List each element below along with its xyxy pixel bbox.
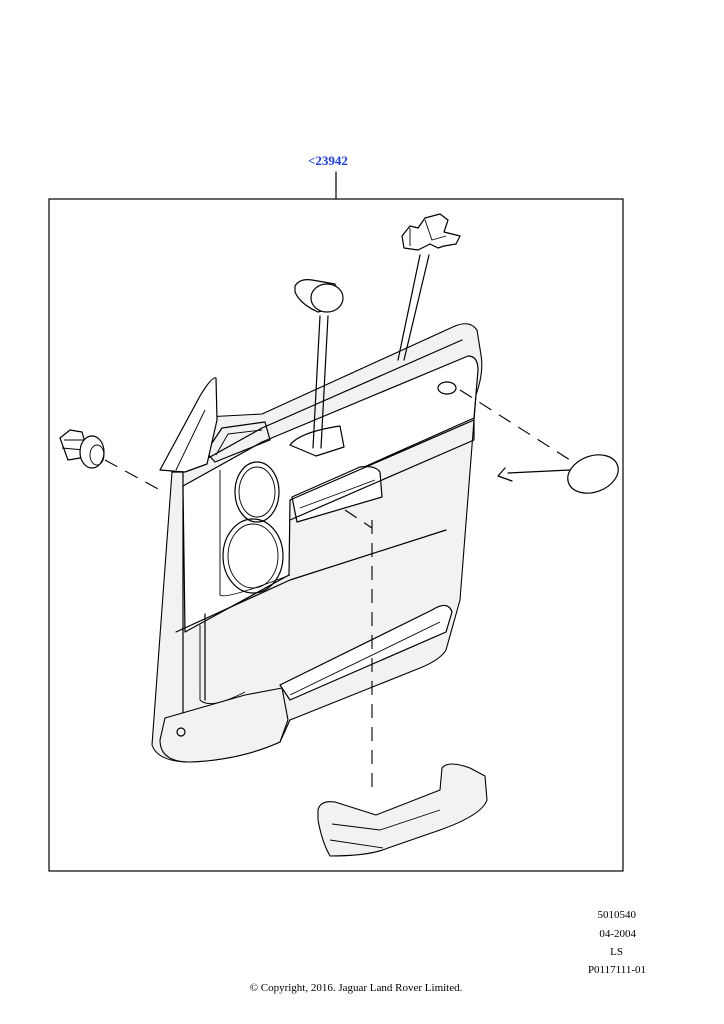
- cap-plug[interactable]: [294, 279, 344, 313]
- speaker-grille: [222, 518, 284, 594]
- door-trim-panel[interactable]: [151, 323, 483, 763]
- reference-link[interactable]: <23942: [308, 153, 348, 168]
- retaining-clip[interactable]: [401, 213, 461, 251]
- diagram-date: 04-2004: [599, 928, 636, 940]
- copyright-notice: © Copyright, 2016. Jaguar Land Rover Lim…: [249, 982, 463, 994]
- push-pin-fastener[interactable]: [59, 429, 105, 469]
- illustration-reference: P0117111-01: [587, 964, 646, 976]
- armrest-handle[interactable]: [317, 763, 488, 857]
- tweeter-grille: [234, 461, 280, 523]
- region-code: LS: [610, 946, 623, 958]
- diagram-frame: [48, 198, 624, 872]
- mirror-cover[interactable]: [497, 448, 624, 500]
- part-code: 5010540: [597, 909, 637, 921]
